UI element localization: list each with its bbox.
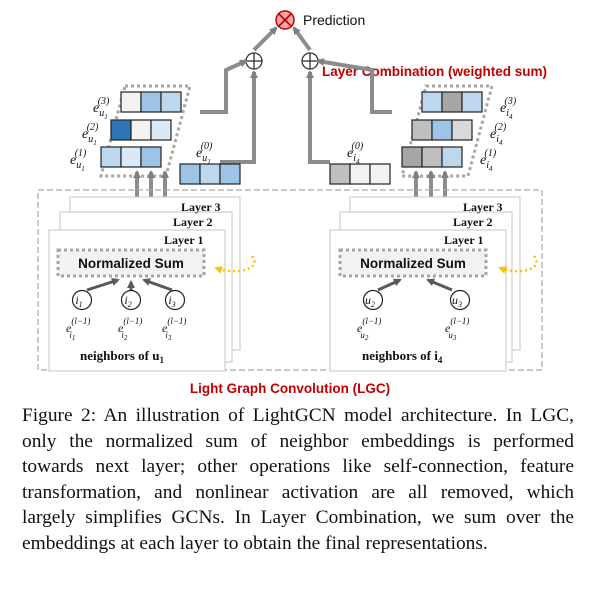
user-embedding-stack: [99, 84, 192, 178]
layer-combination-label: Layer Combination (weighted sum): [322, 64, 547, 79]
lgc-container: [37, 189, 543, 371]
right-combination-arrows: [306, 58, 392, 164]
right-neighbors-label: neighbors of i4: [362, 348, 443, 365]
right-normalized-sum-label: Normalized Sum: [360, 256, 466, 271]
left-layer-stack: Layer 3 Layer 2 Layer 1 Normalized Sum i…: [48, 196, 256, 372]
svg-text:i2: i2: [124, 293, 131, 309]
figure-caption-text: An illustration of LightGCN model archit…: [22, 405, 575, 554]
sum-node-right: [301, 52, 319, 70]
right-layer-2-label: Layer 2: [453, 215, 492, 229]
emb-label-u1-3: eu1(3): [93, 96, 110, 121]
svg-text:u3: u3: [452, 293, 462, 309]
left-neighbor-node-i1: i1: [71, 289, 93, 311]
user-embedding-labels: eu1(3) eu1(2) eu1(1) eu1(0): [70, 96, 213, 173]
prediction-label: Prediction: [303, 12, 365, 28]
left-neighbor-node-i3: i3: [164, 289, 186, 311]
user-initial-embedding: [179, 163, 241, 185]
emb-label-u1-0: eu1(0): [196, 141, 213, 166]
emb-label-i4-1: ei4(1): [480, 148, 497, 173]
left-layer-3-label: Layer 3: [181, 200, 220, 214]
right-layer-3-label: Layer 3: [463, 200, 502, 214]
sum-to-prediction-arrows: [252, 26, 312, 52]
right-feedback-arrow: [498, 255, 538, 274]
right-neighbor-arrows: [377, 278, 453, 292]
prediction-node: [275, 10, 295, 30]
item-embedding-labels: ei4(3) ei4(2) ei4(1) ei4(0): [347, 96, 517, 173]
emb-label-i4-2: ei4(2): [490, 122, 507, 147]
left-normalized-sum-box: [56, 248, 206, 278]
right-layer-stack: Layer 3 Layer 2 Layer 1 Normalized Sum u…: [329, 196, 538, 372]
svg-text:u2: u2: [365, 293, 375, 309]
figure-label: Figure 2:: [22, 405, 97, 426]
emb-label-u1-1: eu1(1): [70, 148, 87, 173]
emb-label-i4-3: ei4(3): [500, 96, 517, 121]
left-neighbors-label: neighbors of u1: [80, 348, 164, 365]
figure-caption: Figure 2: An illustration of LightGCN mo…: [22, 403, 574, 557]
item-embedding-stack: [400, 84, 494, 178]
item-initial-embedding: [329, 163, 391, 185]
emb-label-i4-0: ei4(0): [347, 141, 364, 166]
left-combination-arrows: [200, 59, 258, 164]
emb-label-u1-2: eu1(2): [82, 122, 99, 147]
left-layer-1-label: Layer 1: [164, 233, 203, 247]
right-neighbor-node-u3: u3: [449, 289, 471, 311]
left-layer-2-label: Layer 2: [173, 215, 212, 229]
lightgcn-architecture-diagram: Prediction Layer Combination (weighted s…: [37, 10, 547, 396]
svg-text:i1: i1: [75, 293, 82, 309]
right-normalized-sum-box: [338, 248, 488, 278]
lgc-label: Light Graph Convolution (LGC): [190, 381, 390, 396]
svg-text:i3: i3: [168, 293, 175, 309]
left-neighbor-arrows: [86, 278, 173, 292]
sum-node-left: [245, 52, 263, 70]
left-neighbor-node-i2: i2: [120, 289, 142, 311]
left-normalized-sum-label: Normalized Sum: [78, 256, 184, 271]
right-neighbor-node-u2: u2: [362, 289, 384, 311]
right-layer-1-label: Layer 1: [444, 233, 483, 247]
